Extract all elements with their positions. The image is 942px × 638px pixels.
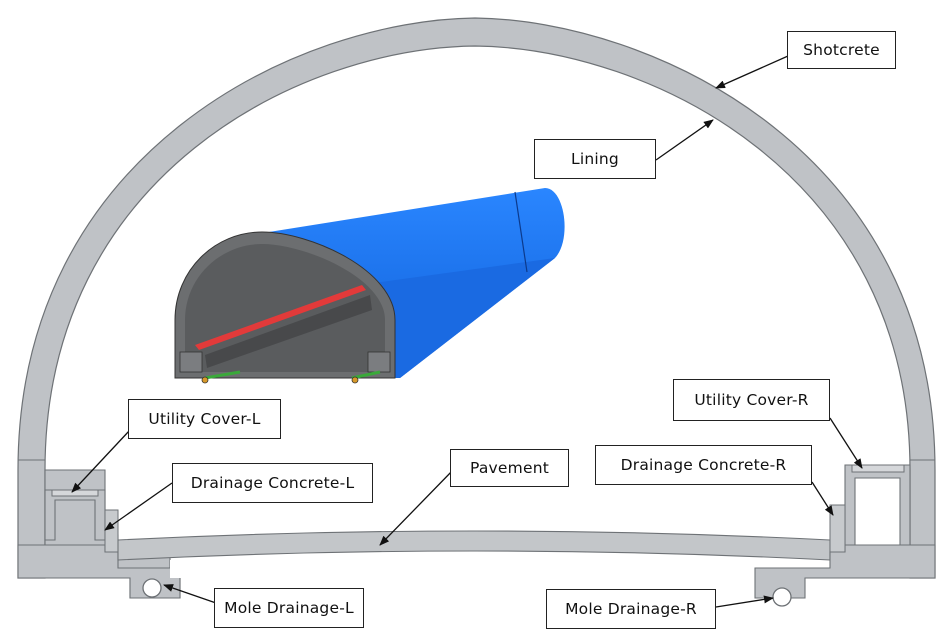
- arrow-lining: [655, 119, 714, 161]
- left-utility-trench: [44, 489, 106, 541]
- tube-joint-line: [514, 191, 528, 273]
- utility-cover-r-plate: [851, 464, 905, 473]
- invert-slab: [170, 552, 765, 578]
- mole-drainage-r-pipe: [772, 587, 792, 607]
- arrow-mole-drainage-l: [163, 584, 217, 604]
- label-utility-cover-r: Utility Cover-R: [673, 379, 830, 421]
- mole-drainage-l-pipe: [142, 578, 162, 598]
- right-footing: [754, 544, 936, 599]
- label-lining: Lining: [534, 139, 656, 179]
- tube-right-trench: [367, 351, 391, 373]
- tube-red-rail: [195, 285, 366, 350]
- label-mole-drainage-r: Mole Drainage-R: [546, 589, 716, 629]
- drainage-concrete-r-block: [829, 504, 846, 553]
- tube-left-pipe: [201, 376, 209, 384]
- arrow-utility-cover-l: [71, 429, 131, 493]
- arrow-pavement: [379, 467, 456, 546]
- arrow-drainage-concrete-r: [811, 481, 834, 516]
- arrow-drainage-concrete-l: [104, 482, 173, 531]
- arrow-mole-drainage-r: [715, 595, 774, 608]
- tube-right-green-drain: [351, 370, 381, 380]
- right-utility-trench: [844, 464, 911, 546]
- drainage-concrete-l-block: [104, 509, 119, 553]
- tube-inner-face: [185, 244, 385, 372]
- arrow-shotcrete: [715, 51, 798, 89]
- tunnel-3d-model: [174, 188, 565, 384]
- utility-cover-l-plate: [51, 489, 99, 497]
- label-mole-drainage-l: Mole Drainage-L: [214, 588, 364, 628]
- tube-left-trench: [179, 351, 203, 373]
- tube-right-pipe: [351, 376, 359, 384]
- tube-left-green-drain: [204, 370, 241, 380]
- label-shotcrete: Shotcrete: [787, 31, 896, 69]
- left-footing: [17, 544, 181, 599]
- arrow-utility-cover-r: [829, 417, 863, 469]
- label-drainage-concrete-r: Drainage Concrete-R: [595, 445, 812, 485]
- label-utility-cover-l: Utility Cover-L: [128, 399, 281, 439]
- label-drainage-concrete-l: Drainage Concrete-L: [172, 463, 373, 503]
- tube-inner-rail: [205, 295, 372, 368]
- label-pavement: Pavement: [450, 449, 569, 487]
